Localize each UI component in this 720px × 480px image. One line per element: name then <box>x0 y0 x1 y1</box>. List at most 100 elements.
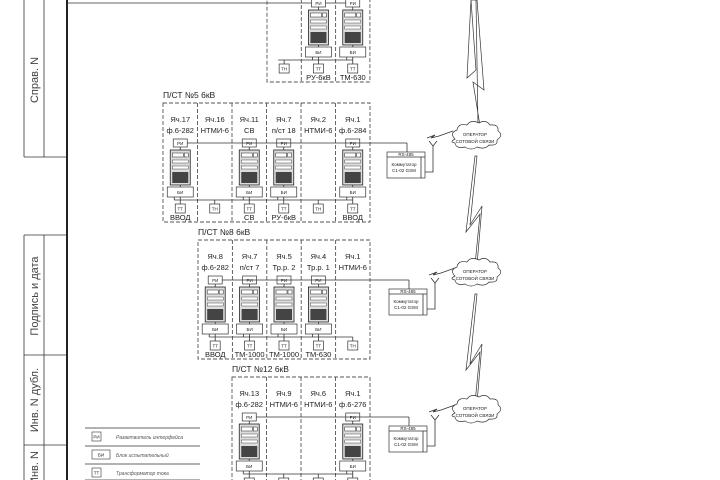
transformer-box <box>243 477 255 480</box>
interface-splitter-label: РИ <box>281 278 287 283</box>
meter-button <box>322 289 327 295</box>
interface-splitter-label: РИ <box>350 1 356 6</box>
meter-terminal-block <box>344 446 361 457</box>
meter-label <box>310 296 327 301</box>
meter-display <box>206 289 219 295</box>
gsm-switch-box <box>388 425 428 453</box>
cell-name: Яч.16 <box>205 115 225 124</box>
test-block-label: БИ <box>315 50 321 55</box>
cell-name: Яч.2 <box>310 115 326 124</box>
gsm-switch-name: Коммутатор <box>393 299 419 304</box>
cell-name: Яч.6 <box>310 389 326 398</box>
test-block-label: БИ <box>177 190 183 195</box>
meter-display <box>310 12 322 18</box>
gsm-switch-model: C1-02 GSM <box>394 305 418 310</box>
gsm-switch-model: C1-02 GSM <box>392 168 416 173</box>
cell-feeder: ф.6-282 <box>167 126 194 135</box>
meter-button <box>253 289 258 295</box>
meter-label <box>241 302 258 307</box>
side-stamp: Справ. N Подпись и дата Инв. N дубл. Инв… <box>23 0 67 480</box>
cell-feeder: НТМИ-6 <box>201 126 229 135</box>
transformer-box <box>347 477 359 480</box>
transformer-box <box>209 340 221 351</box>
cell-name: Яч.11 <box>240 115 259 124</box>
meter-label <box>310 19 327 24</box>
cloud-label-line2: СОТОВОЙ СВЯЗИ <box>456 411 495 418</box>
cloud-outline <box>451 121 502 150</box>
test-block-label: БИ <box>212 327 218 332</box>
legend-symbol-box <box>91 449 111 460</box>
meter-display <box>344 426 356 432</box>
meter-display <box>275 152 287 158</box>
meter-label <box>172 159 189 164</box>
meter-terminal-block <box>276 309 292 320</box>
interface-splitter-label: РИ <box>350 141 356 146</box>
cell-name: Яч.8 <box>207 252 223 261</box>
cell-feeder: п/ст 18 <box>272 126 296 135</box>
meter-display <box>344 12 356 18</box>
meter-label <box>344 19 361 24</box>
cell-name: Яч.1 <box>345 115 361 124</box>
electricity-meter-icon <box>238 149 260 186</box>
electricity-meter-icon <box>169 149 191 186</box>
interface-splitter-label: РИ <box>246 278 252 283</box>
legend-symbol: ТТ <box>94 471 100 476</box>
cellular-link-bolts <box>465 0 485 404</box>
lightning-bolt-icon <box>466 0 485 127</box>
cell-purpose: ВВОД <box>342 213 363 222</box>
meter-label <box>344 165 361 170</box>
transformer-box <box>312 203 324 214</box>
cloud-label-line2: СОТОВОЙ СВЯЗИ <box>456 137 495 144</box>
meter-label <box>241 296 258 301</box>
meter-display <box>344 152 356 158</box>
transformer-label: ТН <box>281 67 287 72</box>
transformer-label: ТТ <box>350 207 356 212</box>
cloud-label-line1: ОПЕРАТОР <box>463 132 487 137</box>
meter-display <box>241 426 253 432</box>
cell-name: Яч.9 <box>276 389 292 398</box>
meter-display <box>275 289 288 295</box>
meter-terminal-block <box>275 172 292 183</box>
gsm-switch-header: RS-485 <box>398 152 414 157</box>
transformer-box <box>347 340 359 351</box>
stamp-inv-dup: Инв. N дубл. <box>29 368 41 432</box>
transformer-label: ТН <box>315 207 321 212</box>
lightning-bolt-icon <box>465 293 483 404</box>
meter-button <box>356 426 361 432</box>
cell-purpose: ВВОД <box>205 350 226 359</box>
substation-boundary <box>266 0 371 83</box>
cell-name: Яч.4 <box>311 252 327 261</box>
transformer-label: ТТ <box>212 344 218 349</box>
test-block-label: БИ <box>247 327 253 332</box>
legend-description: Блок испытательный <box>116 452 169 459</box>
substation-boundary <box>162 102 371 223</box>
electricity-meter-icon <box>273 286 295 323</box>
electricity-meter-icon <box>342 9 364 46</box>
transformer-box <box>209 203 221 214</box>
legend-description: Трансформатор тока <box>116 471 169 477</box>
meter-label <box>344 433 361 438</box>
meter-button <box>253 152 258 158</box>
meter-terminal-block <box>172 172 189 183</box>
substation-ps12: П/СТ №12 6кВЯч.13ф.6-282РИБИТТЯч.9НТМИ-6… <box>231 364 502 480</box>
meter-label <box>275 159 292 164</box>
antenna-icon <box>430 414 440 421</box>
electricity-meter-icon <box>307 286 329 323</box>
cell-purpose: ТМ-630 <box>305 350 331 359</box>
meter-button <box>287 152 292 158</box>
electricity-meter-icon <box>308 9 329 46</box>
meter-label <box>310 302 327 307</box>
cell-purpose: РУ-6кВ <box>306 73 331 82</box>
